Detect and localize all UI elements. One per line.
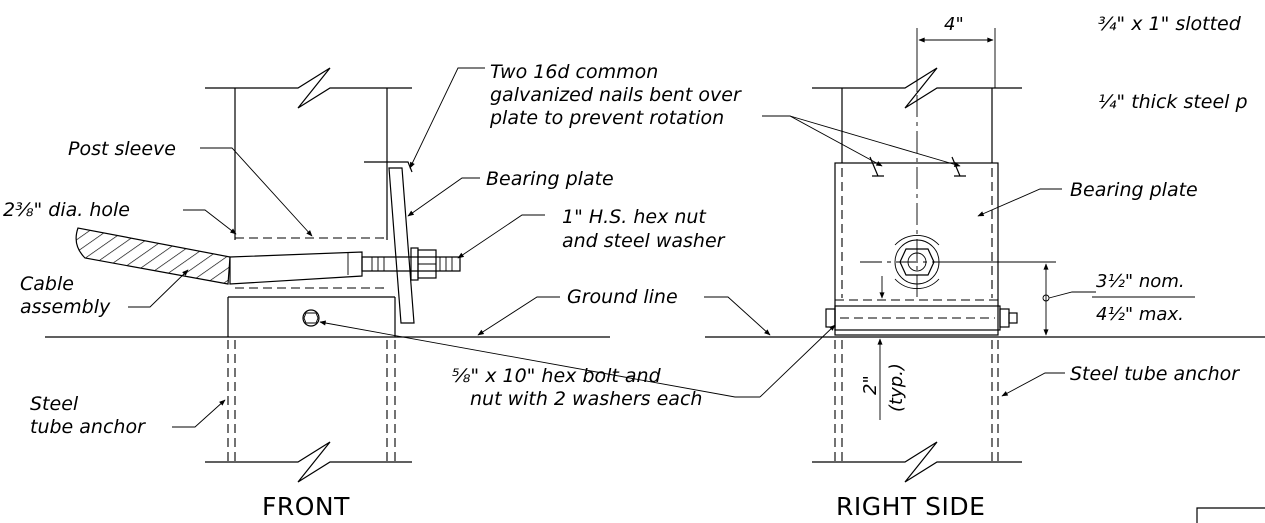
post-sleeve-leader xyxy=(200,147,313,237)
side-bearing-plate-leader xyxy=(977,188,1062,217)
cable-ferrule xyxy=(229,251,363,285)
bolt-head-hex xyxy=(303,312,319,324)
ground-line-leader xyxy=(477,296,560,336)
slotted-label: ¾" x 1" slotted xyxy=(1098,13,1242,35)
side-bearing-plate-label: Bearing plate xyxy=(1070,179,1198,201)
bearing-plate-leader xyxy=(407,177,480,217)
partial-title-box xyxy=(1196,507,1265,523)
cable-label-line-2: assembly xyxy=(20,296,111,318)
nut-arc-top xyxy=(894,235,940,246)
stud-threads xyxy=(371,257,453,271)
front-anchor-label-line-1: Steel xyxy=(30,393,79,415)
bottom-break-line xyxy=(205,441,412,483)
dim-max-label: 4½" max. xyxy=(1096,304,1184,325)
hole-dia-label: 2⅜" dia. hole xyxy=(3,199,130,221)
steel-washer xyxy=(410,247,419,281)
side-anchor-label: Steel tube anchor xyxy=(1070,363,1240,385)
side-top-break-line xyxy=(812,67,1022,109)
dim-typ-2-label: 2" xyxy=(860,375,881,395)
bolt-label-line-1: ⅝" x 10" hex bolt and xyxy=(452,365,662,387)
cable-leader xyxy=(128,269,189,308)
post-sleeve-label: Post sleeve xyxy=(68,138,176,160)
cable-label-line-1: Cable xyxy=(20,273,74,295)
hole-leader xyxy=(183,209,237,235)
front-view: Two 16d common galvanized nails bent ove… xyxy=(3,61,760,521)
bolt-label-line-2: nut with 2 washers each xyxy=(470,388,702,410)
bolt-head-outer xyxy=(302,309,320,327)
steel-plate-label: ¼" thick steel p xyxy=(1098,91,1248,113)
side-bolt-tail xyxy=(1008,312,1018,324)
threaded-stud xyxy=(361,256,461,272)
dim-width-label: 4" xyxy=(944,14,964,35)
bolt-leader xyxy=(319,320,760,398)
bolt-side-leader xyxy=(759,324,836,398)
front-anchor-label-line-2: tube anchor xyxy=(30,416,146,438)
side-anchor-leader xyxy=(1001,372,1065,397)
hex-nut-label-line-2: and steel washer xyxy=(562,230,726,252)
dim-nom-label: 3½" nom. xyxy=(1096,271,1185,292)
side-nail-left xyxy=(869,156,884,177)
front-view-title: FRONT xyxy=(262,492,350,521)
nails-leader xyxy=(409,67,485,169)
nails-label-line-2: galvanized nails bent over xyxy=(490,84,742,106)
front-anchor-leader xyxy=(172,399,226,428)
front-bearing-plate-label: Bearing plate xyxy=(486,168,614,190)
nut-arc-bottom xyxy=(894,278,940,289)
nails-label-line-3: plate to prevent rotation xyxy=(489,107,724,129)
nails-side-leader-2 xyxy=(789,115,961,167)
nails-side-leader xyxy=(762,115,883,167)
front-bearing-plate xyxy=(388,167,415,324)
dim-leader xyxy=(1048,291,1096,299)
side-bolt-nut xyxy=(999,308,1010,328)
side-bolt-head xyxy=(825,308,836,328)
side-nail-right xyxy=(951,156,966,177)
dim-typ-label: (typ.) xyxy=(886,363,907,412)
right-side-view: 4" xyxy=(704,13,1265,523)
ground-line-label: Ground line xyxy=(567,286,678,308)
cable-assembly-shape xyxy=(75,227,231,285)
top-break-line xyxy=(205,67,412,109)
side-bearing-plate xyxy=(834,162,999,336)
side-view-title: RIGHT SIDE xyxy=(836,492,985,521)
nails-label-line-1: Two 16d common xyxy=(490,61,658,83)
hex-nut-label-line-1: 1" H.S. hex nut xyxy=(562,206,707,228)
side-ground-leader xyxy=(704,296,771,336)
side-bottom-break-line xyxy=(812,441,1022,483)
bent-nail xyxy=(364,161,413,173)
hex-nut-leader xyxy=(457,214,545,259)
